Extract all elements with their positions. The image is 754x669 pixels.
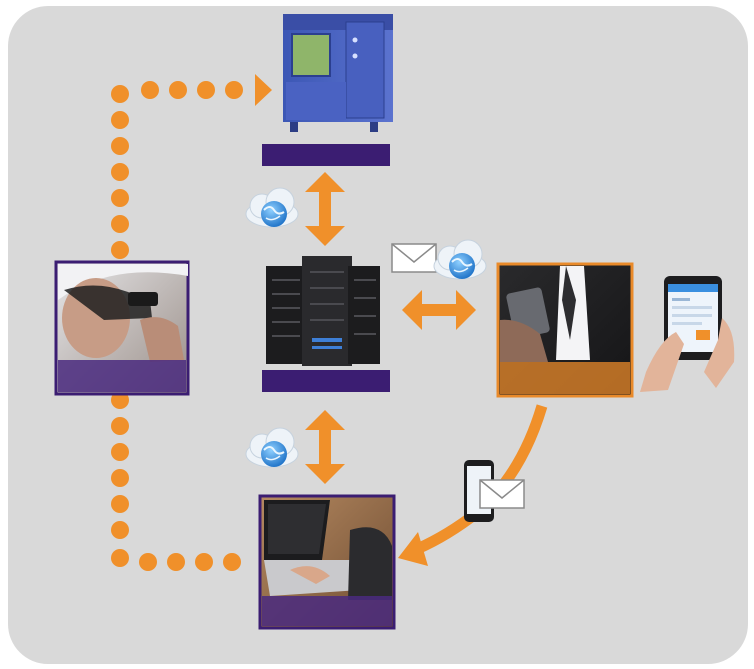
tablet-icon	[640, 276, 735, 392]
smartphone-user-photo	[496, 262, 634, 398]
double-arrow-server-laptop	[305, 410, 345, 484]
double-arrow-server-mobile	[402, 290, 476, 330]
phone-envelope-icon	[464, 460, 525, 522]
technician-photo	[54, 260, 190, 396]
double-arrow-chamber-server	[305, 172, 345, 246]
server-rack-icon	[266, 256, 380, 366]
dotted-connector-top	[111, 74, 272, 259]
server-platform	[262, 370, 390, 392]
envelope-icon	[391, 243, 437, 273]
environmental-test-chamber-icon	[283, 14, 393, 132]
chamber-platform	[262, 144, 390, 166]
laptop-user-photo	[258, 494, 396, 630]
